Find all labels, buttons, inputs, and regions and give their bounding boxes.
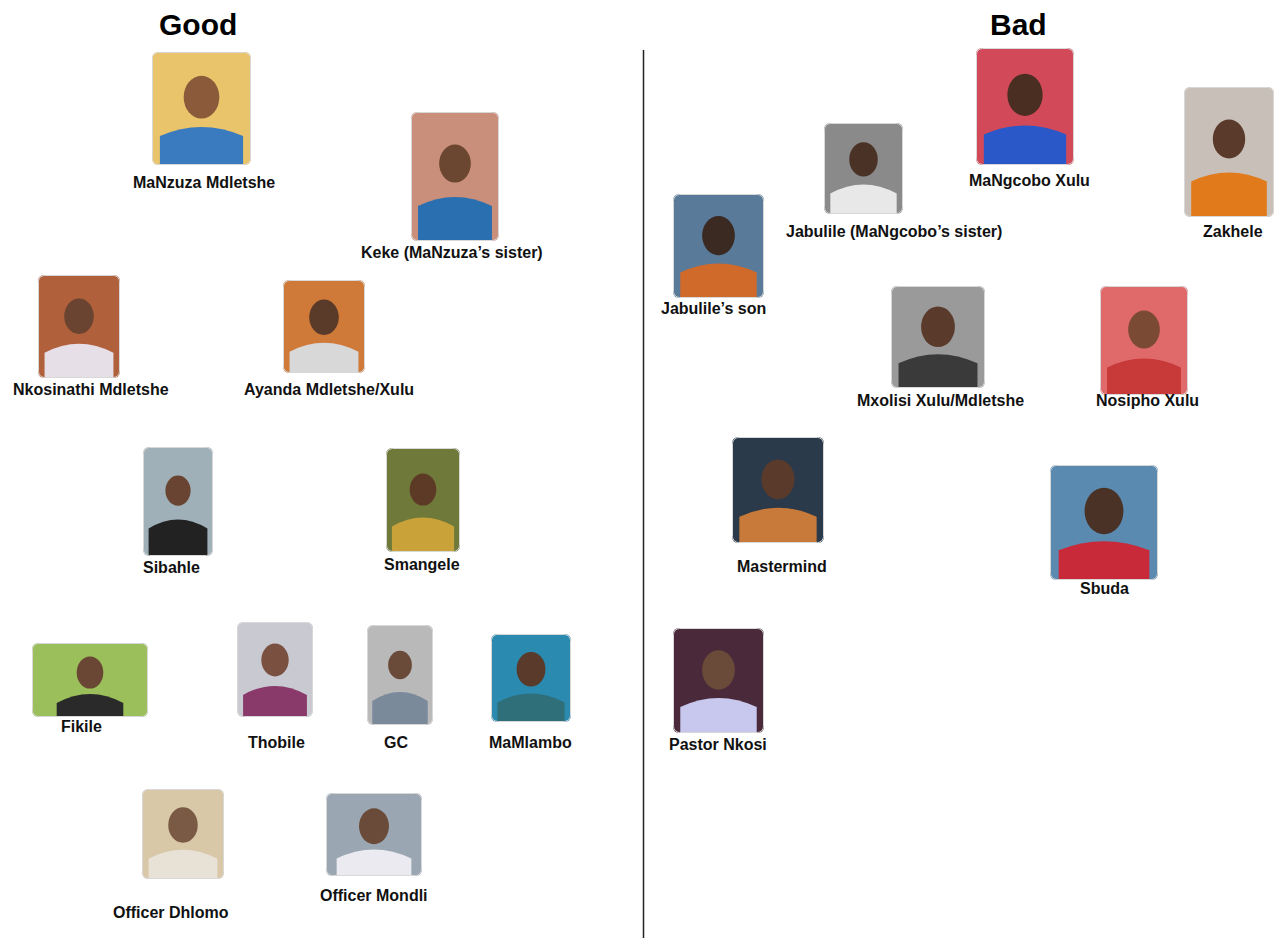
character-photo (237, 622, 313, 717)
character-card: Nkosinathi Mdletshe (38, 275, 120, 378)
character-card: Mastermind (732, 437, 824, 543)
character-photo (386, 448, 460, 552)
character-photo (824, 123, 903, 214)
character-photo (367, 625, 433, 725)
character-photo (152, 52, 251, 165)
character-photo (326, 793, 422, 876)
character-card: GC (367, 625, 433, 725)
character-photo (1100, 286, 1188, 395)
character-card: Thobile (237, 622, 313, 717)
character-photo (32, 643, 148, 717)
column-heading: Good (159, 7, 237, 43)
character-photo (976, 48, 1074, 165)
character-card: Pastor Nkosi (673, 628, 764, 733)
character-name: Fikile (61, 717, 102, 737)
character-photo (142, 789, 224, 879)
character-name: Sibahle (143, 558, 200, 578)
character-card: Mxolisi Xulu/Mdletshe (891, 286, 985, 388)
character-photo (1050, 465, 1158, 580)
character-photo (38, 275, 120, 378)
character-name: Pastor Nkosi (669, 735, 767, 755)
character-photo (673, 628, 764, 733)
character-name: GC (384, 733, 408, 753)
character-card: Fikile (32, 643, 148, 717)
character-name: Mastermind (737, 557, 827, 577)
character-name: Sbuda (1080, 579, 1129, 599)
character-card: MaNgcobo Xulu (976, 48, 1074, 165)
character-name: Officer Mondli (320, 886, 428, 906)
character-photo (732, 437, 824, 543)
character-photo (1184, 87, 1274, 217)
character-photo (411, 112, 499, 241)
character-photo (891, 286, 985, 388)
character-name: Jabulile’s son (661, 299, 766, 319)
character-card: Sibahle (143, 447, 213, 556)
character-card: Smangele (386, 448, 460, 552)
character-name: Keke (MaNzuza’s sister) (361, 243, 543, 263)
character-name: MaMlambo (489, 733, 572, 753)
character-name: Smangele (384, 555, 460, 575)
column-heading: Bad (990, 7, 1047, 43)
character-card: Zakhele (1184, 87, 1274, 217)
character-photo (491, 634, 571, 722)
character-card: Officer Dhlomo (142, 789, 224, 879)
character-photo (673, 194, 764, 298)
character-name: Officer Dhlomo (113, 903, 229, 923)
column-divider (643, 50, 645, 938)
character-name: Nosipho Xulu (1096, 391, 1199, 411)
character-card: Jabulile (MaNgcobo’s sister) (824, 123, 903, 214)
character-card: Officer Mondli (326, 793, 422, 876)
character-name: Thobile (248, 733, 305, 753)
character-name: MaNzuza Mdletshe (133, 173, 275, 193)
character-photo (283, 280, 365, 373)
character-card: MaMlambo (491, 634, 571, 722)
character-name: Jabulile (MaNgcobo’s sister) (786, 222, 1002, 242)
character-photo (143, 447, 213, 556)
character-card: Sbuda (1050, 465, 1158, 580)
character-name: Ayanda Mdletshe/Xulu (244, 380, 414, 400)
character-card: Ayanda Mdletshe/Xulu (283, 280, 365, 373)
character-name: Zakhele (1203, 222, 1263, 242)
character-card: MaNzuza Mdletshe (152, 52, 251, 165)
character-name: Nkosinathi Mdletshe (13, 380, 169, 400)
character-name: Mxolisi Xulu/Mdletshe (857, 391, 1024, 411)
character-name: MaNgcobo Xulu (969, 171, 1090, 191)
character-card: Nosipho Xulu (1100, 286, 1188, 395)
character-card: Jabulile’s son (673, 194, 764, 298)
character-card: Keke (MaNzuza’s sister) (411, 112, 499, 241)
